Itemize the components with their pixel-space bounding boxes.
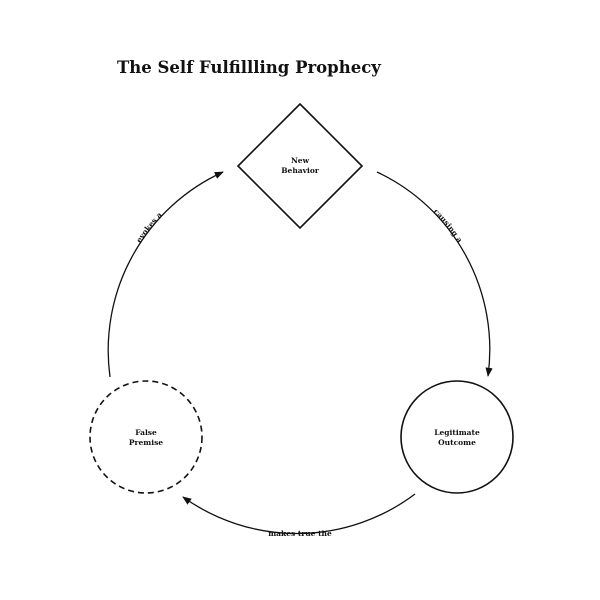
- circle-shape: [400, 380, 514, 494]
- arc-arrow: [376, 171, 493, 377]
- node-label-line2: Outcome: [438, 438, 476, 447]
- node-label-line2: Premise: [129, 438, 163, 447]
- dashed-circle-shape: [89, 380, 203, 494]
- edge-label: causing a: [432, 207, 465, 244]
- arc-arrow: [107, 171, 224, 378]
- node-label-line2: Behavior: [281, 166, 320, 175]
- edge-label: evokes a: [134, 210, 164, 244]
- edge-behavior-to-outcome: causing a: [376, 171, 493, 377]
- node-new-behavior: New Behavior: [236, 102, 364, 230]
- edge-label-text: evokes a: [134, 210, 164, 244]
- node-legitimate-outcome: Legitimate Outcome: [400, 380, 514, 494]
- node-false-premise: False Premise: [89, 380, 203, 494]
- node-label-line1: False: [135, 428, 157, 437]
- edge-label: makes true the: [268, 529, 332, 538]
- edge-premise-to-behavior: evokes a: [107, 171, 224, 378]
- node-label-line1: New: [291, 156, 310, 165]
- edge-label-text: causing a: [432, 207, 465, 244]
- edge-outcome-to-premise: makes true the: [182, 493, 416, 538]
- diagram-title: The Self Fulfillling Prophecy: [117, 58, 381, 77]
- node-label-line1: Legitimate: [434, 428, 480, 437]
- diamond-shape: [236, 102, 364, 230]
- arc-arrow: [182, 493, 416, 535]
